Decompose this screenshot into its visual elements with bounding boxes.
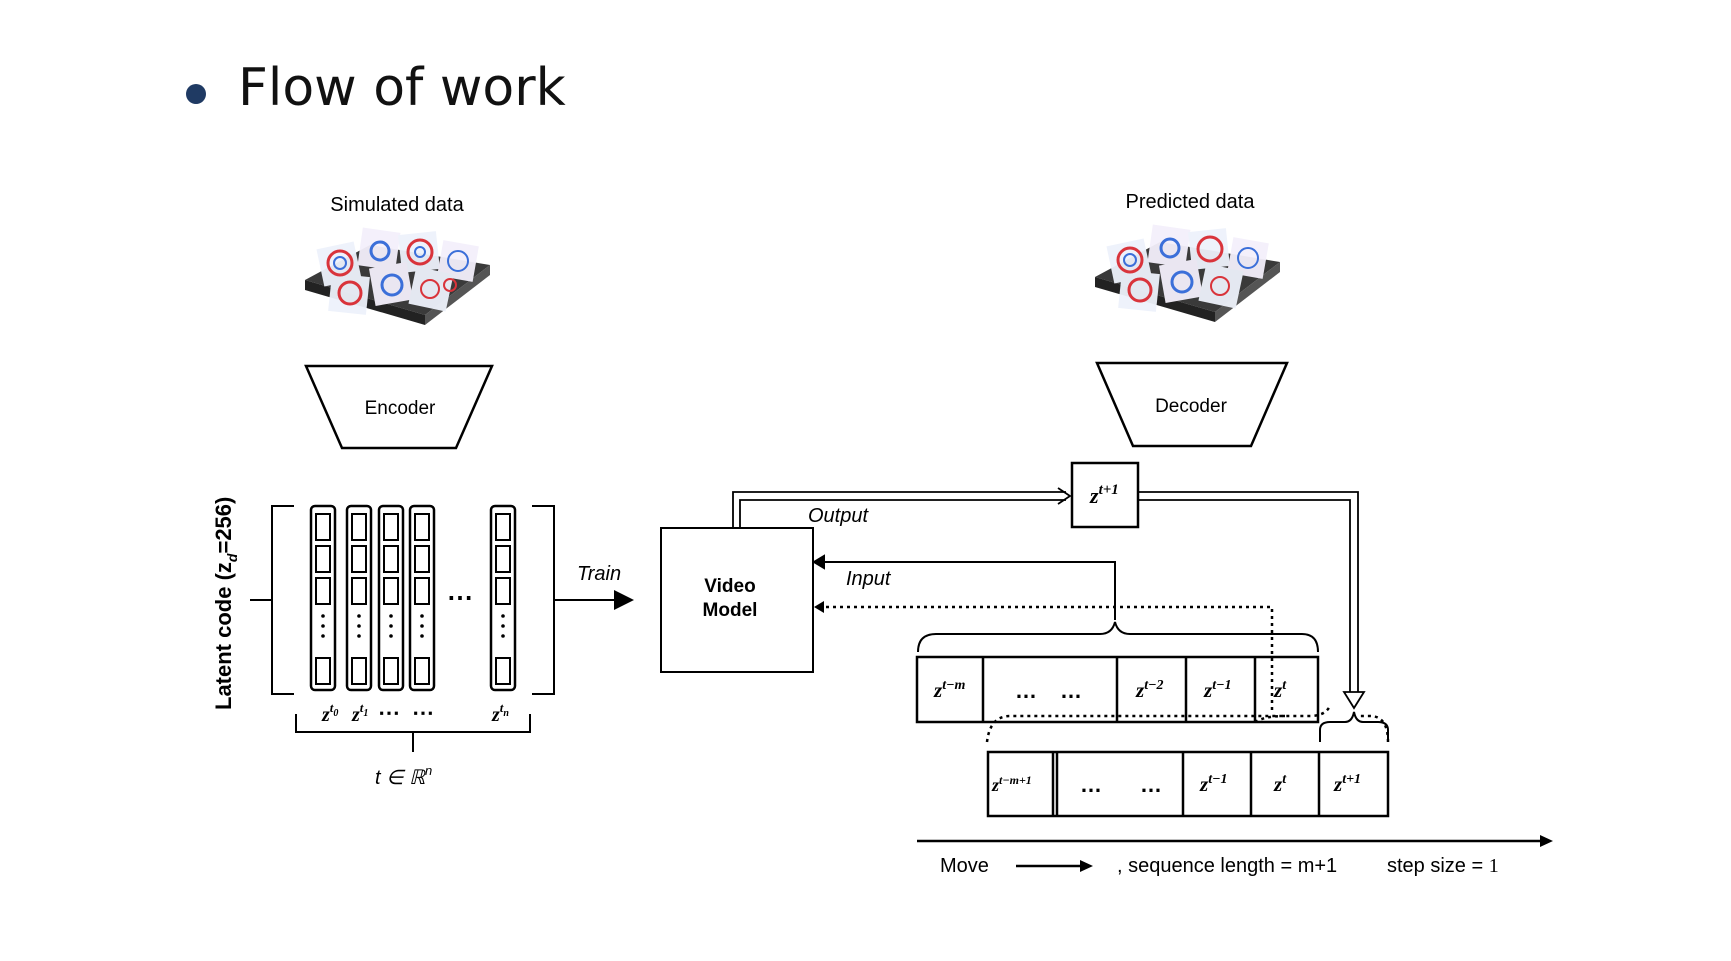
train-label: Train bbox=[577, 563, 621, 585]
bottom-seq-cell-3: zt+1 bbox=[1333, 772, 1361, 796]
decoder-label: Decoder bbox=[1155, 396, 1227, 417]
dotted-connector bbox=[1254, 714, 1286, 724]
video-model-label-line2: Model bbox=[703, 600, 758, 621]
sequence-length-label: , sequence length = m+1 bbox=[1117, 855, 1337, 877]
predicted-data-label: Predicted data bbox=[1126, 191, 1256, 213]
latent-tick-dots-1: ⋯ bbox=[378, 700, 400, 725]
latent-column bbox=[309, 504, 337, 692]
latent-tick-dots-2: ⋯ bbox=[412, 700, 434, 725]
video-model-box bbox=[660, 527, 814, 673]
latent-tick-1: zt1 bbox=[351, 700, 368, 726]
latent-column bbox=[489, 504, 517, 692]
latent-code-label: Latent code (zd=256) bbox=[211, 497, 240, 710]
next-slot-brace bbox=[1319, 711, 1389, 742]
latent-brace bbox=[295, 714, 531, 752]
latent-column bbox=[345, 504, 373, 692]
top-seq-dots-a: … bbox=[1015, 678, 1037, 703]
top-sequence-brace bbox=[917, 621, 1319, 653]
top-seq-dots-b: … bbox=[1060, 678, 1082, 703]
output-label: Output bbox=[808, 505, 869, 527]
bottom-seq-cell-0: zt−m+1 bbox=[991, 773, 1032, 795]
z-next-label: zt+1 bbox=[1089, 482, 1119, 508]
top-seq-cell-1: zt−2 bbox=[1135, 678, 1164, 702]
bullet-icon bbox=[186, 84, 206, 104]
latent-columns bbox=[309, 504, 517, 692]
slide-title: Flow of work bbox=[238, 58, 566, 118]
predicted-data-image bbox=[1095, 224, 1280, 322]
move-label: Move bbox=[940, 855, 989, 877]
latent-tick-n: ztn bbox=[491, 700, 509, 726]
video-model-label-line1: Video bbox=[704, 576, 755, 597]
latent-column bbox=[377, 504, 405, 692]
t-space-label: t ∈ ℝn bbox=[375, 763, 432, 789]
bottom-seq-dots-b: … bbox=[1140, 772, 1162, 797]
output-arrow bbox=[732, 487, 1072, 528]
latent-ellipsis: ⋯ bbox=[447, 582, 473, 612]
z-next-box bbox=[1070, 461, 1140, 529]
dotted-arrow-head bbox=[814, 601, 824, 613]
bottom-seq-cell-1: zt−1 bbox=[1199, 772, 1228, 796]
top-sequence bbox=[915, 655, 1320, 724]
input-label: Input bbox=[846, 568, 892, 590]
bottom-seq-cell-2: zt bbox=[1273, 772, 1287, 796]
step-size-label: step size = 1 bbox=[1387, 855, 1499, 877]
bottom-sequence bbox=[986, 750, 1390, 818]
encoder-label: Encoder bbox=[365, 398, 436, 419]
next-slot-dotted bbox=[1358, 714, 1390, 743]
top-seq-cell-2: zt−1 bbox=[1203, 678, 1232, 702]
bottom-sequence-dotted-brace bbox=[985, 705, 1332, 743]
latent-column bbox=[408, 504, 436, 692]
bottom-seq-dots-a: … bbox=[1080, 772, 1102, 797]
simulated-data-image bbox=[305, 227, 490, 325]
top-seq-cell-0: zt−m bbox=[933, 678, 966, 702]
encoder-shape bbox=[304, 364, 494, 450]
top-seq-cell-3: zt bbox=[1273, 678, 1287, 702]
simulated-data-label: Simulated data bbox=[330, 194, 464, 216]
feedback-arrow bbox=[1138, 491, 1366, 710]
move-arrow-head bbox=[1080, 860, 1093, 872]
decoder-shape bbox=[1095, 361, 1289, 448]
input-arrow bbox=[812, 554, 1116, 620]
time-axis-head bbox=[1540, 835, 1553, 847]
latent-tick-0: zt0 bbox=[321, 700, 338, 726]
